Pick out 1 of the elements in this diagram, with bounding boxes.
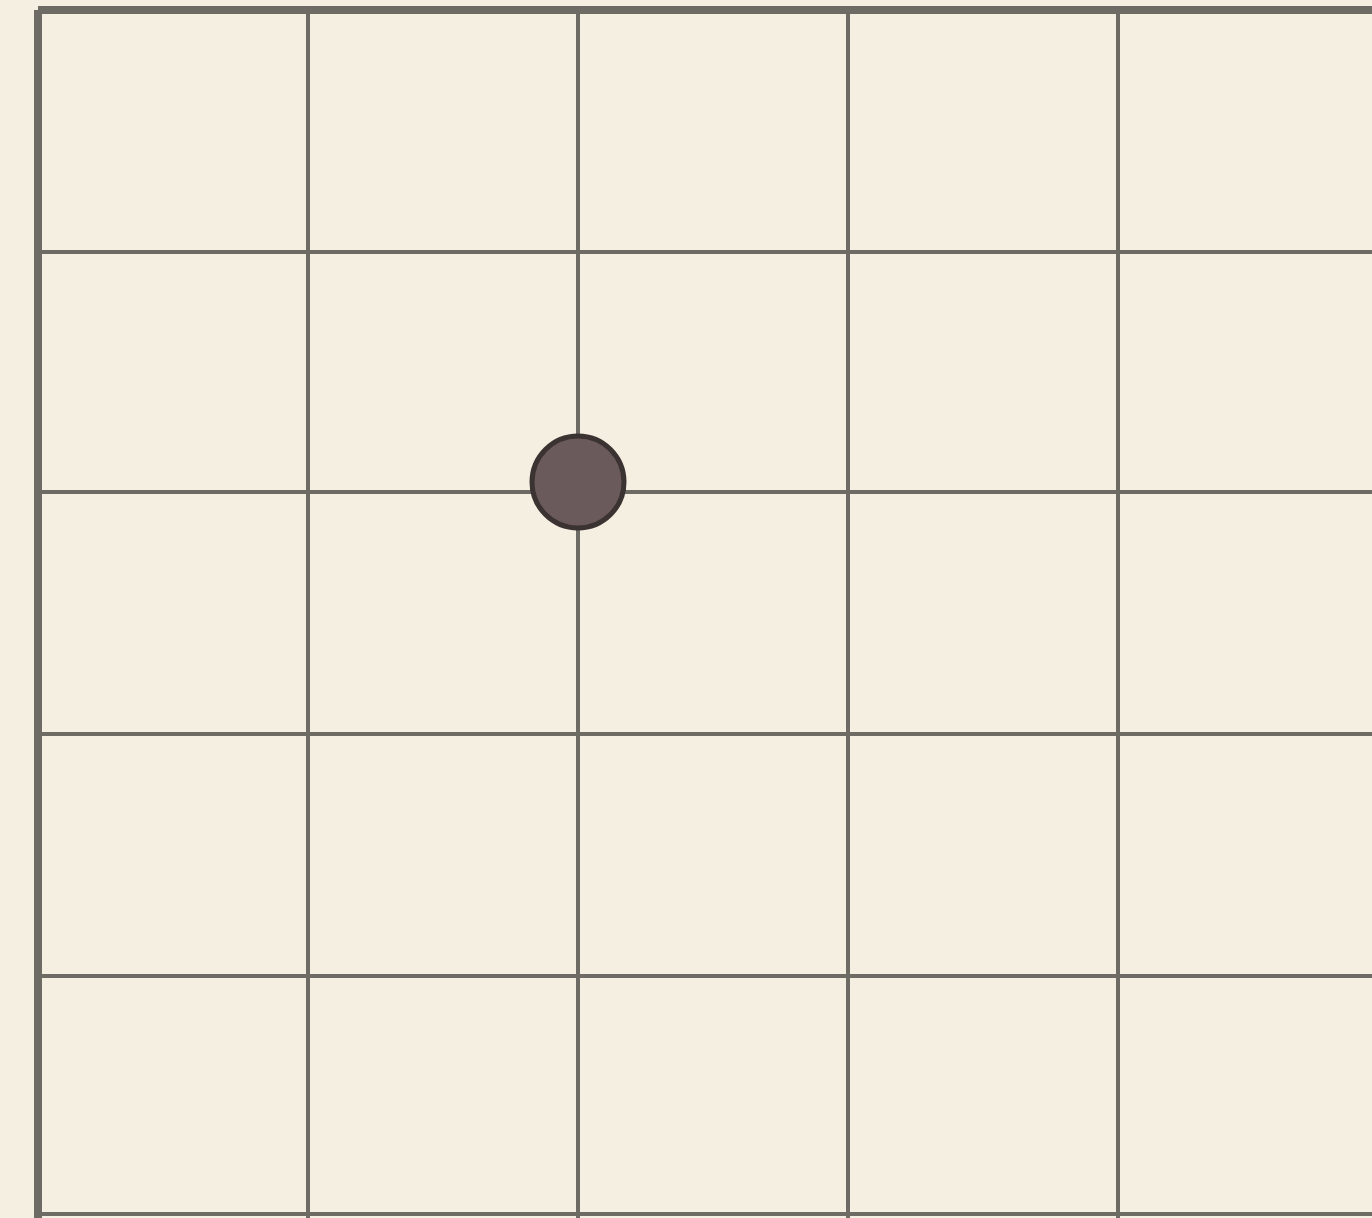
stone [528,432,628,532]
